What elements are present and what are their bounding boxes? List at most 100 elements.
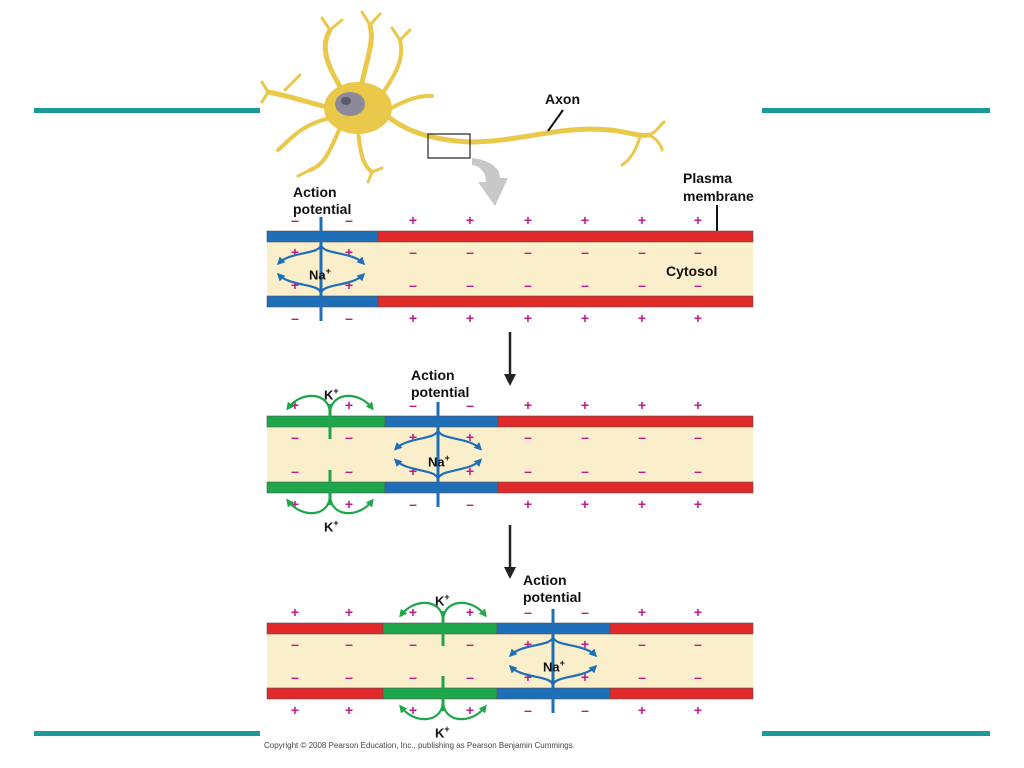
outer-charge-sign: – — [409, 496, 417, 512]
inner-charge-sign: – — [638, 277, 646, 293]
inner-charge-sign: – — [466, 636, 474, 652]
na-label-panel1: Na+ — [309, 266, 331, 283]
inner-charge-sign: + — [409, 429, 417, 445]
na-influx-arrow — [436, 428, 483, 451]
inner-charge-sign: – — [409, 636, 417, 652]
outer-charge-sign: + — [466, 310, 474, 326]
outer-charge-sign: + — [581, 397, 589, 413]
membrane-depolarized-panel-2-bottom — [384, 481, 499, 494]
k-label-panel2-bottom: K+ — [324, 518, 339, 535]
outer-charge-sign: + — [638, 212, 646, 228]
outer-charge-sign: + — [409, 604, 417, 620]
outer-charge-sign: + — [409, 310, 417, 326]
inner-charge-sign: – — [409, 669, 417, 685]
outer-charge-sign: – — [581, 702, 589, 718]
outer-charge-sign: – — [466, 496, 474, 512]
na-influx-arrow — [276, 243, 323, 266]
inner-charge-sign: – — [638, 244, 646, 260]
outer-charge-sign: + — [409, 212, 417, 228]
outer-charge-sign: + — [345, 397, 353, 413]
outer-charge-sign: – — [291, 310, 299, 326]
outer-charge-sign: + — [694, 310, 702, 326]
outer-charge-sign: + — [466, 702, 474, 718]
membrane-resting-panel-2-bottom — [497, 481, 754, 494]
outer-charge-sign: + — [466, 212, 474, 228]
outer-charge-sign: + — [466, 604, 474, 620]
neuron-illustration — [260, 10, 666, 206]
inner-charge-sign: – — [524, 277, 532, 293]
outer-charge-sign: + — [638, 496, 646, 512]
k-efflux-arrow — [328, 394, 374, 415]
outer-charge-sign: + — [409, 702, 417, 718]
action-potential-label-3-line2: potential — [523, 589, 582, 605]
outer-charge-sign: + — [638, 702, 646, 718]
outer-charge-sign: + — [291, 702, 299, 718]
outer-charge-sign: + — [345, 604, 353, 620]
outer-charge-sign: + — [581, 212, 589, 228]
outer-charge-sign: + — [345, 496, 353, 512]
bottom-left-rule — [34, 731, 260, 736]
axon-pointer — [547, 109, 564, 132]
action-potential-label-3-line1: Action — [523, 572, 567, 588]
outer-charge-sign: – — [345, 310, 353, 326]
inner-charge-sign: – — [524, 463, 532, 479]
outer-charge-sign: + — [291, 604, 299, 620]
k-efflux-arrow — [286, 394, 332, 415]
inner-charge-sign: – — [409, 244, 417, 260]
membrane-repolarized-panel-3-bottom — [382, 687, 498, 700]
na-influx-arrow — [393, 458, 440, 481]
membrane-resting-panel-3-top — [266, 622, 384, 635]
membrane-resting-panel-1-top — [377, 230, 754, 243]
inner-charge-sign: – — [409, 277, 417, 293]
inner-charge-sign: – — [524, 429, 532, 445]
inner-charge-sign: + — [466, 429, 474, 445]
inner-charge-sign: + — [581, 669, 589, 685]
zoom-arrow — [472, 158, 508, 206]
inner-charge-sign: + — [524, 669, 532, 685]
membrane-repolarized-panel-2-bottom — [266, 481, 386, 494]
bottom-right-rule — [762, 731, 990, 736]
action-potential-label-2-line1: Action — [411, 367, 455, 383]
inner-charge-sign: + — [466, 463, 474, 479]
cytosol-panel-3 — [267, 634, 753, 688]
membrane-depolarized-panel-2-top — [384, 415, 499, 428]
outer-charge-sign: + — [694, 604, 702, 620]
axon-label: Axon — [545, 91, 580, 107]
outer-charge-sign: + — [581, 496, 589, 512]
inner-charge-sign: – — [291, 429, 299, 445]
outer-charge-sign: – — [466, 397, 474, 413]
axon-zoom-box — [427, 133, 471, 159]
action-potential-label-1-line1: Action — [293, 184, 337, 200]
inner-charge-sign: + — [345, 244, 353, 260]
inner-charge-sign: – — [291, 463, 299, 479]
top-right-rule — [762, 108, 990, 113]
cytosol-panel-1 — [267, 242, 753, 296]
outer-charge-sign: + — [524, 212, 532, 228]
na-influx-arrow — [436, 458, 483, 481]
inner-charge-sign: – — [466, 669, 474, 685]
k-label-panel3-top: K+ — [435, 592, 450, 609]
na-label-panel3: Na+ — [543, 658, 565, 675]
inner-charge-sign: – — [694, 277, 702, 293]
outer-charge-sign: + — [524, 397, 532, 413]
outer-charge-sign: + — [345, 702, 353, 718]
na-influx-arrow — [319, 272, 366, 295]
inner-charge-sign: – — [694, 463, 702, 479]
k-efflux-arrow — [328, 494, 374, 515]
inner-charge-sign: – — [291, 669, 299, 685]
membrane-repolarized-panel-2-top — [266, 415, 386, 428]
inner-charge-sign: – — [638, 429, 646, 445]
k-label-panel3-bottom: K+ — [435, 724, 450, 741]
membrane-resting-panel-2-top — [497, 415, 754, 428]
membrane-resting-panel-3-bottom — [266, 687, 384, 700]
cytosol-panel-2 — [267, 427, 753, 482]
na-influx-arrow — [508, 635, 555, 658]
inner-charge-sign: – — [345, 669, 353, 685]
plasma-membrane-label-line2: membrane — [683, 188, 754, 204]
outer-charge-sign: + — [694, 212, 702, 228]
outer-charge-sign: – — [345, 212, 353, 228]
inner-charge-sign: – — [638, 636, 646, 652]
inner-charge-sign: + — [524, 636, 532, 652]
inner-charge-sign: + — [345, 277, 353, 293]
